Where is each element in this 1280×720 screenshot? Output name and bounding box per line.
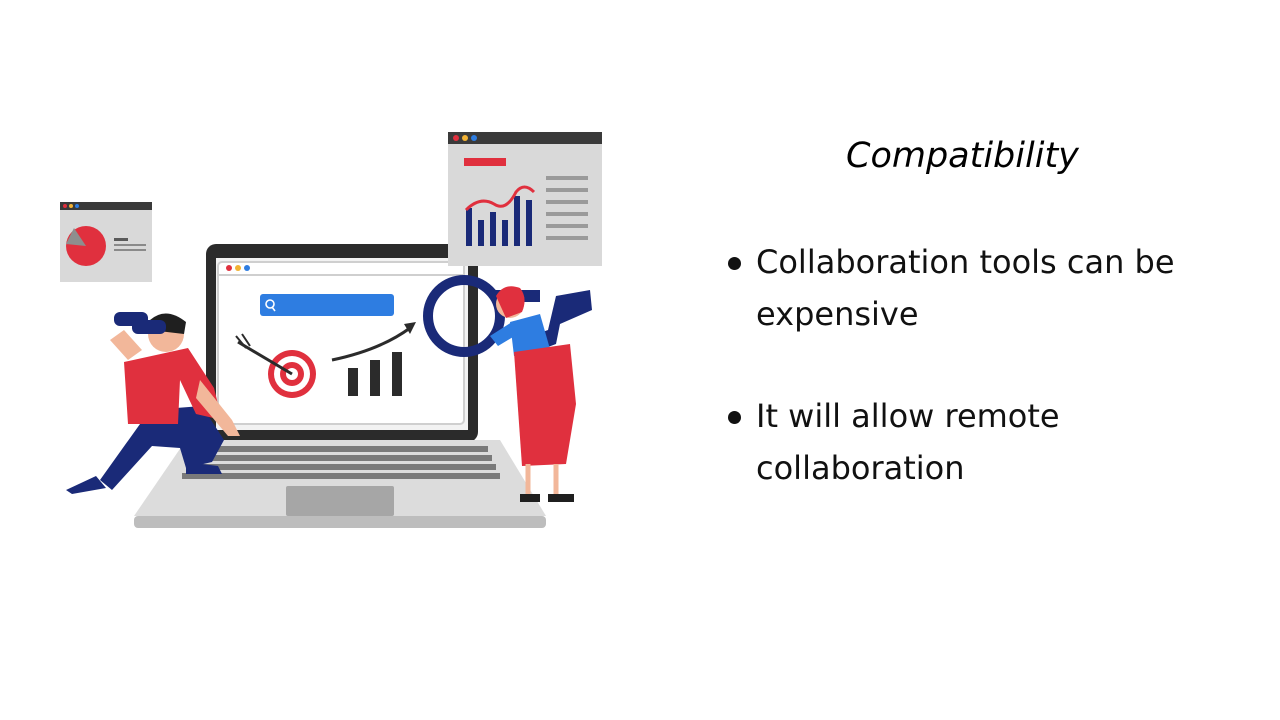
bullet-item: It will allow remote collaboration [726, 390, 1246, 494]
bullet-item: Collaboration tools can be expensive [726, 236, 1246, 340]
bar-chart-window-icon [448, 132, 602, 266]
bullet-dot-icon [728, 257, 741, 270]
pie-chart-window-icon [60, 202, 152, 282]
man-with-binoculars-icon [66, 312, 240, 494]
slide-title: Compatibility [846, 136, 1079, 176]
bullet-text: It will allow remote collaboration [756, 397, 1060, 487]
keyboard-icon [182, 446, 500, 479]
bullet-text: Collaboration tools can be expensive [756, 243, 1175, 333]
bullet-list: Collaboration tools can be expensive It … [726, 236, 1246, 544]
woman-with-magnifier-icon [423, 275, 592, 502]
bullet-dot-icon [728, 411, 741, 424]
laptop-icon [134, 244, 546, 528]
